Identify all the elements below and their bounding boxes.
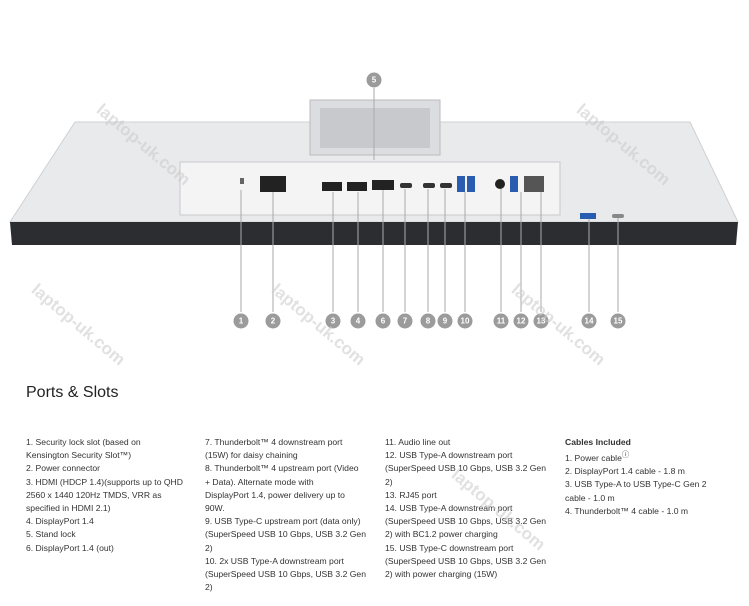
cable-item: 4. Thunderbolt™ 4 cable - 1.0 m xyxy=(565,505,689,516)
port-description: 5. Stand lock xyxy=(26,529,76,540)
port-description: 11. Audio line out xyxy=(385,437,451,447)
port-number-badge: 10 xyxy=(457,313,473,329)
port-number-badge: 15 xyxy=(610,313,626,329)
port-description: 14. USB Type-A downstream port (SuperSpe… xyxy=(385,503,546,540)
port-number-badge: 1 xyxy=(233,313,249,329)
port-description: 1. Security lock slot (based on Kensingt… xyxy=(26,437,141,461)
port-number-badge: 7 xyxy=(397,313,413,329)
port-number-badge: 2 xyxy=(265,313,281,329)
port-number-badge: 5 xyxy=(366,72,382,88)
info-icon[interactable]: ⓘ xyxy=(621,451,630,460)
port-description: 3. HDMI (HDCP 1.4)(supports up to QHD 25… xyxy=(26,476,183,514)
ports-column-1: 1. Security lock slot (based on Kensingt… xyxy=(26,436,201,555)
port-number-badge: 12 xyxy=(513,313,529,329)
cables-included: Cables Included 1. Power cableⓘ 2. Displ… xyxy=(565,436,745,518)
port-number-badge: 6 xyxy=(375,313,391,329)
cable-item: 3. USB Type-A to USB Type-C Gen 2 cable … xyxy=(565,479,707,503)
port-description: 13. RJ45 port xyxy=(385,489,437,500)
cables-heading: Cables Included xyxy=(565,437,631,447)
port-description: 4. DisplayPort 1.4 xyxy=(26,516,94,527)
port-number-badge: 3 xyxy=(325,313,341,329)
port-number-badge: 13 xyxy=(533,313,549,329)
cable-item: 2. DisplayPort 1.4 cable - 1.8 m xyxy=(565,466,685,477)
cable-item: 1. Power cableⓘ xyxy=(565,451,630,464)
port-number-badge: 9 xyxy=(437,313,453,329)
port-description: 10. 2x USB Type-A downstream port (Super… xyxy=(205,555,366,593)
ports-column-3: 11. Audio line out 12. USB Type-A downstr… xyxy=(385,436,560,581)
port-number-badge: 8 xyxy=(420,313,436,329)
section-title: Ports & Slots xyxy=(26,384,119,401)
port-description: 6. DisplayPort 1.4 (out) xyxy=(26,542,114,553)
monitor-rear-image xyxy=(9,88,739,312)
port-number-badge: 4 xyxy=(350,313,366,329)
port-description: 2. Power connector xyxy=(26,463,101,474)
port-description: 8. Thunderbolt™ 4 upstream port (Video +… xyxy=(205,463,359,514)
port-number-badge: 14 xyxy=(581,313,597,329)
port-description: 9. USB Type-C upstream port (data only) … xyxy=(205,516,366,553)
port-description: 15. USB Type-C downstream port (SuperSpe… xyxy=(385,542,546,580)
port-description: 7. Thunderbolt™ 4 downstream port (15W) … xyxy=(205,437,343,461)
port-description: 12. USB Type-A downstream port (SuperSpe… xyxy=(385,450,546,487)
ports-column-2: 7. Thunderbolt™ 4 downstream port (15W) … xyxy=(205,436,380,594)
port-number-badge: 11 xyxy=(493,313,509,329)
